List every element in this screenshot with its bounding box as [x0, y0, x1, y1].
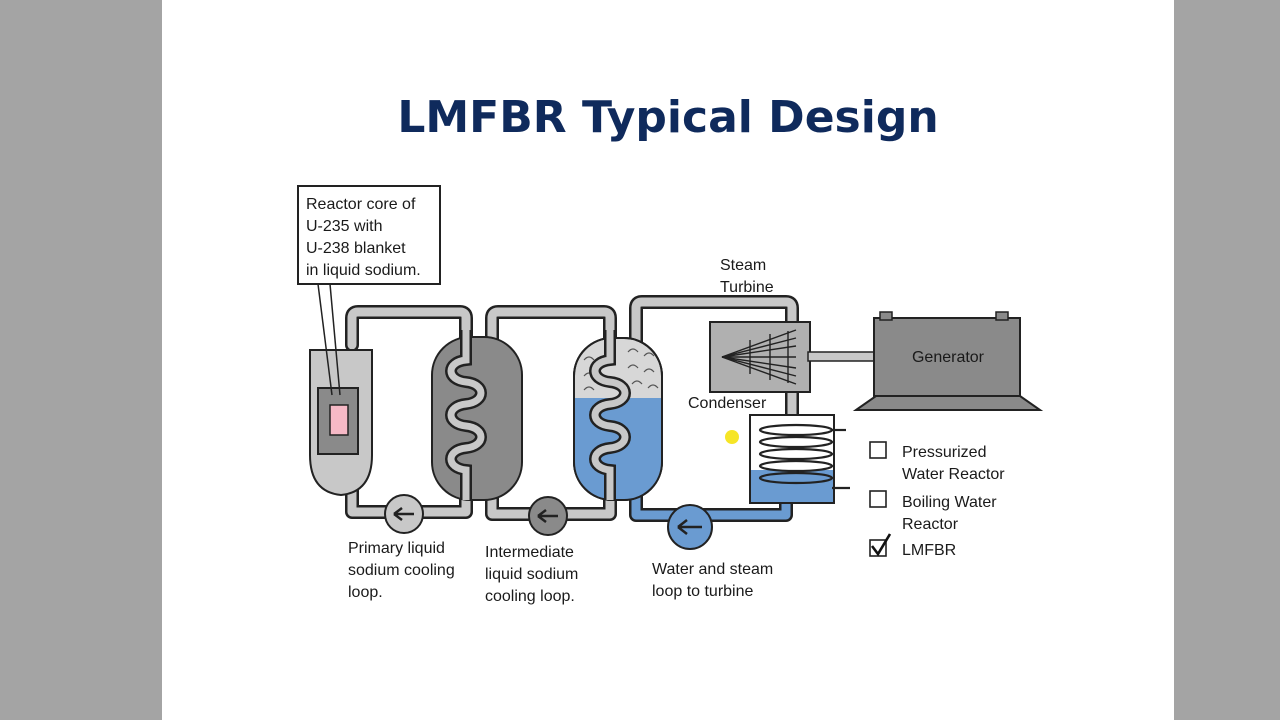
reactor-type-list: Pressurized Water Reactor Boiling Water …: [869, 441, 1005, 559]
turbine-label: Turbine: [720, 279, 774, 296]
callout-line: Reactor core of: [306, 196, 416, 213]
reactor-type-label: Reactor: [902, 516, 959, 533]
water-loop-label: Water and steam: [652, 561, 773, 578]
turbine-label: Steam: [720, 257, 766, 274]
reactor-type-pwr: Pressurized Water Reactor: [869, 441, 1005, 483]
checkbox-pwr[interactable]: [869, 441, 887, 459]
primary-loop-label: loop.: [348, 584, 383, 601]
intermediate-loop-label: Intermediate: [485, 544, 574, 561]
primary-loop-label: sodium cooling: [348, 562, 455, 579]
intermediate-pump: [528, 496, 568, 536]
intermediate-loop-label: cooling loop.: [485, 588, 575, 605]
water-pump: [667, 504, 713, 550]
checkmark-icon: [870, 533, 892, 557]
reactor-type-bwr: Boiling Water Reactor: [869, 490, 997, 533]
steam-generator: [573, 330, 663, 501]
primary-loop-label: Primary liquid: [348, 540, 445, 557]
reactor-type-label: Water Reactor: [902, 466, 1005, 483]
steam-turbine: [709, 321, 875, 393]
turbine-shaft: [807, 351, 875, 362]
reactor-core: [329, 404, 349, 436]
reactor-vessel: [309, 349, 373, 497]
generator: Generator: [852, 311, 1044, 411]
callout-line: U-235 with: [306, 218, 382, 235]
reactor-type-label: LMFBR: [902, 542, 956, 559]
reactor-type-label: Boiling Water: [902, 494, 997, 511]
reactor-type-lmfbr: LMFBR: [869, 533, 956, 559]
reactor-type-label: Pressurized: [902, 444, 986, 461]
generator-label: Generator: [912, 349, 985, 366]
condenser: [749, 414, 850, 504]
callout-line: U-238 blanket: [306, 240, 406, 257]
primary-pump: [384, 494, 424, 534]
generator-base: [852, 395, 1044, 411]
intermediate-loop-label: liquid sodium: [485, 566, 578, 583]
reactor-callout: Reactor core of U-235 with U-238 blanket…: [297, 185, 441, 396]
condenser-label: Condenser: [688, 395, 767, 412]
checkbox-bwr[interactable]: [869, 490, 887, 508]
cursor-highlight: [725, 430, 739, 444]
intermediate-heat-exchanger: [431, 330, 523, 501]
water-loop-label: loop to turbine: [652, 583, 754, 600]
slide-title: LMFBR Typical Design: [397, 92, 939, 143]
callout-line: in liquid sodium.: [306, 262, 421, 279]
